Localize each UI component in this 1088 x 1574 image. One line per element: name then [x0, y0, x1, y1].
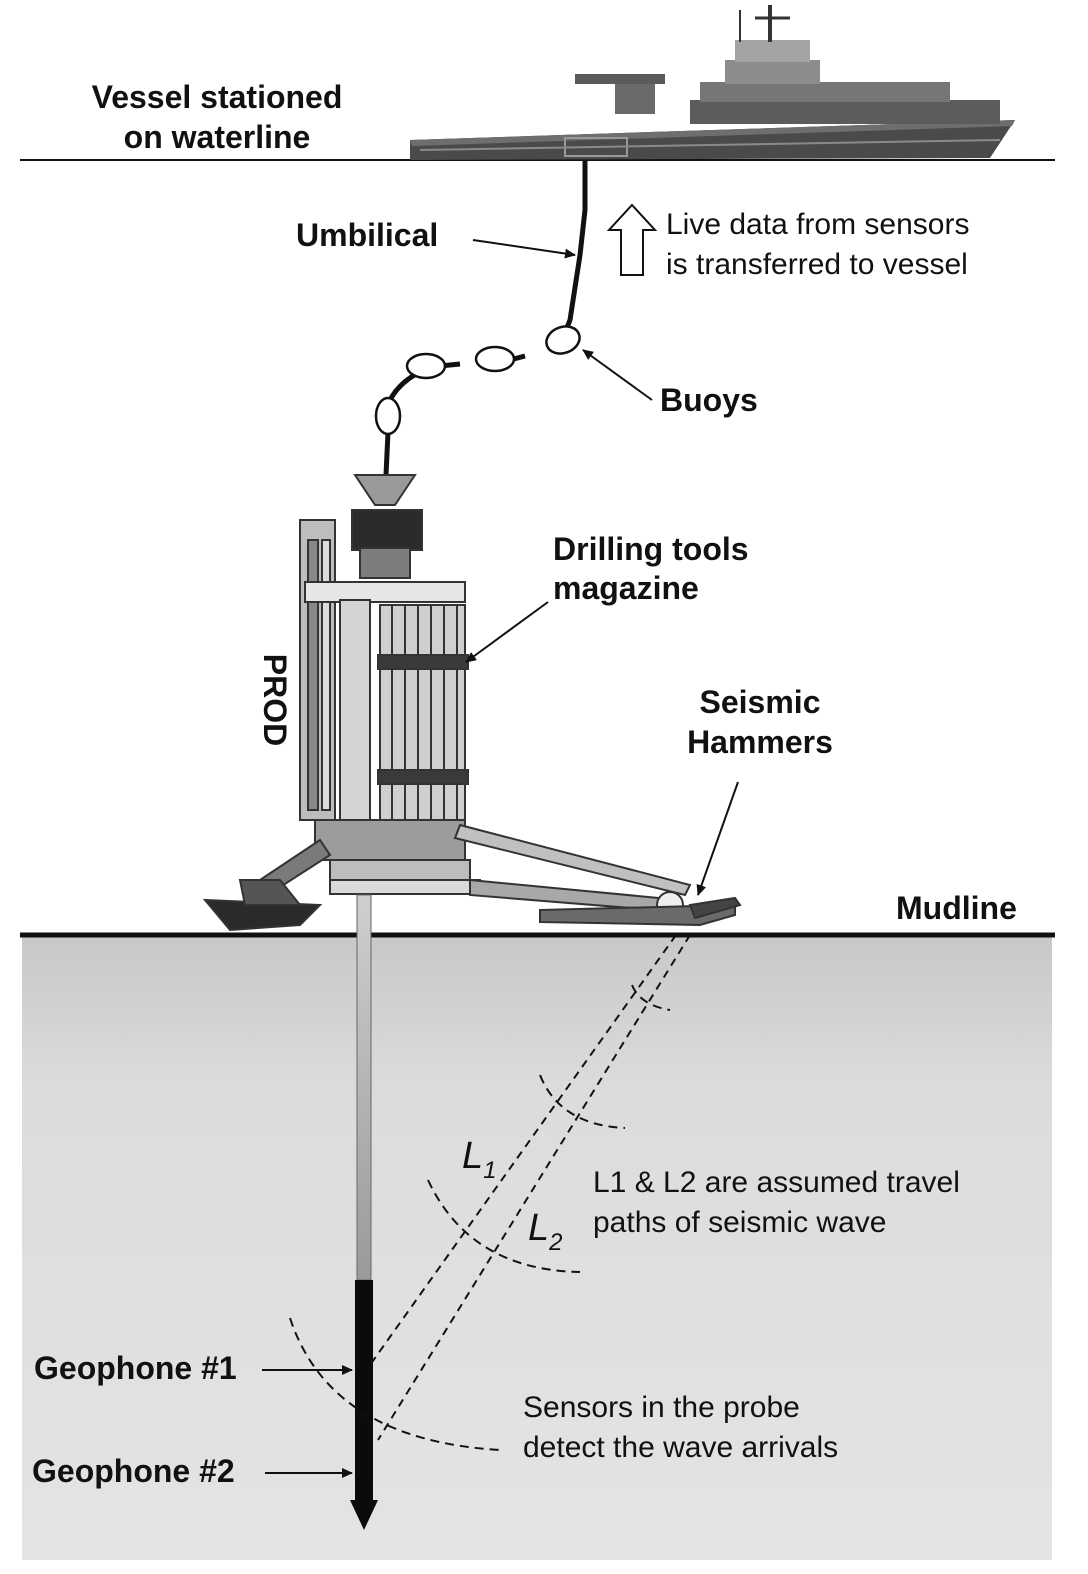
annotation-arrows [262, 239, 739, 1478]
live-data-label-line2: is transferred to vessel [666, 248, 968, 281]
seismic-hammers-label-line2: Hammers [687, 724, 833, 760]
seabed [22, 935, 1052, 1560]
buoys [374, 325, 581, 436]
sensors-note-line1: Sensors in the probe [523, 1391, 800, 1424]
wavefront-arc [631, 984, 671, 1011]
wavefront-arc [539, 1074, 626, 1129]
seismic-hammers-label-line1: Seismic [700, 684, 821, 720]
buoy [374, 396, 402, 436]
wavefront-arc [427, 1179, 581, 1273]
wave-fronts [289, 984, 671, 1451]
travel-paths-note-line2: paths of seismic wave [593, 1206, 886, 1239]
l2-path-label: L2 [528, 1207, 563, 1256]
seismic-travel-paths [369, 934, 691, 1441]
geophone2-label: Geophone #2 [32, 1453, 235, 1489]
geophone1-label: Geophone #1 [34, 1350, 237, 1386]
wavefront-arc [289, 1317, 501, 1451]
umbilical-cable [383, 160, 588, 476]
buoys-label: Buoys [660, 382, 758, 418]
travel-paths-note-line1: L1 & L2 are assumed travel [593, 1166, 960, 1199]
travel-path-l2 [377, 934, 691, 1441]
vessel-label-line2: on waterline [124, 119, 311, 155]
buoy [405, 352, 447, 380]
drilling-tools-pointer [465, 601, 549, 663]
prod-label: PROD [257, 654, 293, 746]
vessel-icon [410, 5, 1015, 160]
probe-rod-upper [356, 894, 372, 1281]
live-data-label-line1: Live data from sensors [666, 208, 969, 241]
buoy [474, 345, 516, 373]
seismic-hammers-pointer [696, 781, 739, 896]
buoy [545, 325, 581, 355]
drilling-tools-label-line1: Drilling tools [553, 531, 749, 567]
buoys-pointer [582, 349, 653, 401]
prod-drilling-rig [202, 474, 742, 932]
sensors-note-line2: detect the wave arrivals [523, 1431, 838, 1464]
drilling-tools-label-line2: magazine [553, 570, 699, 606]
data-upload-arrow-icon [606, 203, 658, 276]
l1-path-label: L1 [462, 1135, 497, 1184]
umbilical-label: Umbilical [296, 217, 438, 253]
probe-tip [350, 1500, 378, 1530]
travel-path-l1 [369, 934, 677, 1366]
umbilical-pointer [472, 239, 576, 259]
mudline-label: Mudline [896, 890, 1017, 926]
vessel-label-line1: Vessel stationed [92, 79, 343, 115]
probe-rod-sensor-section [355, 1280, 373, 1505]
